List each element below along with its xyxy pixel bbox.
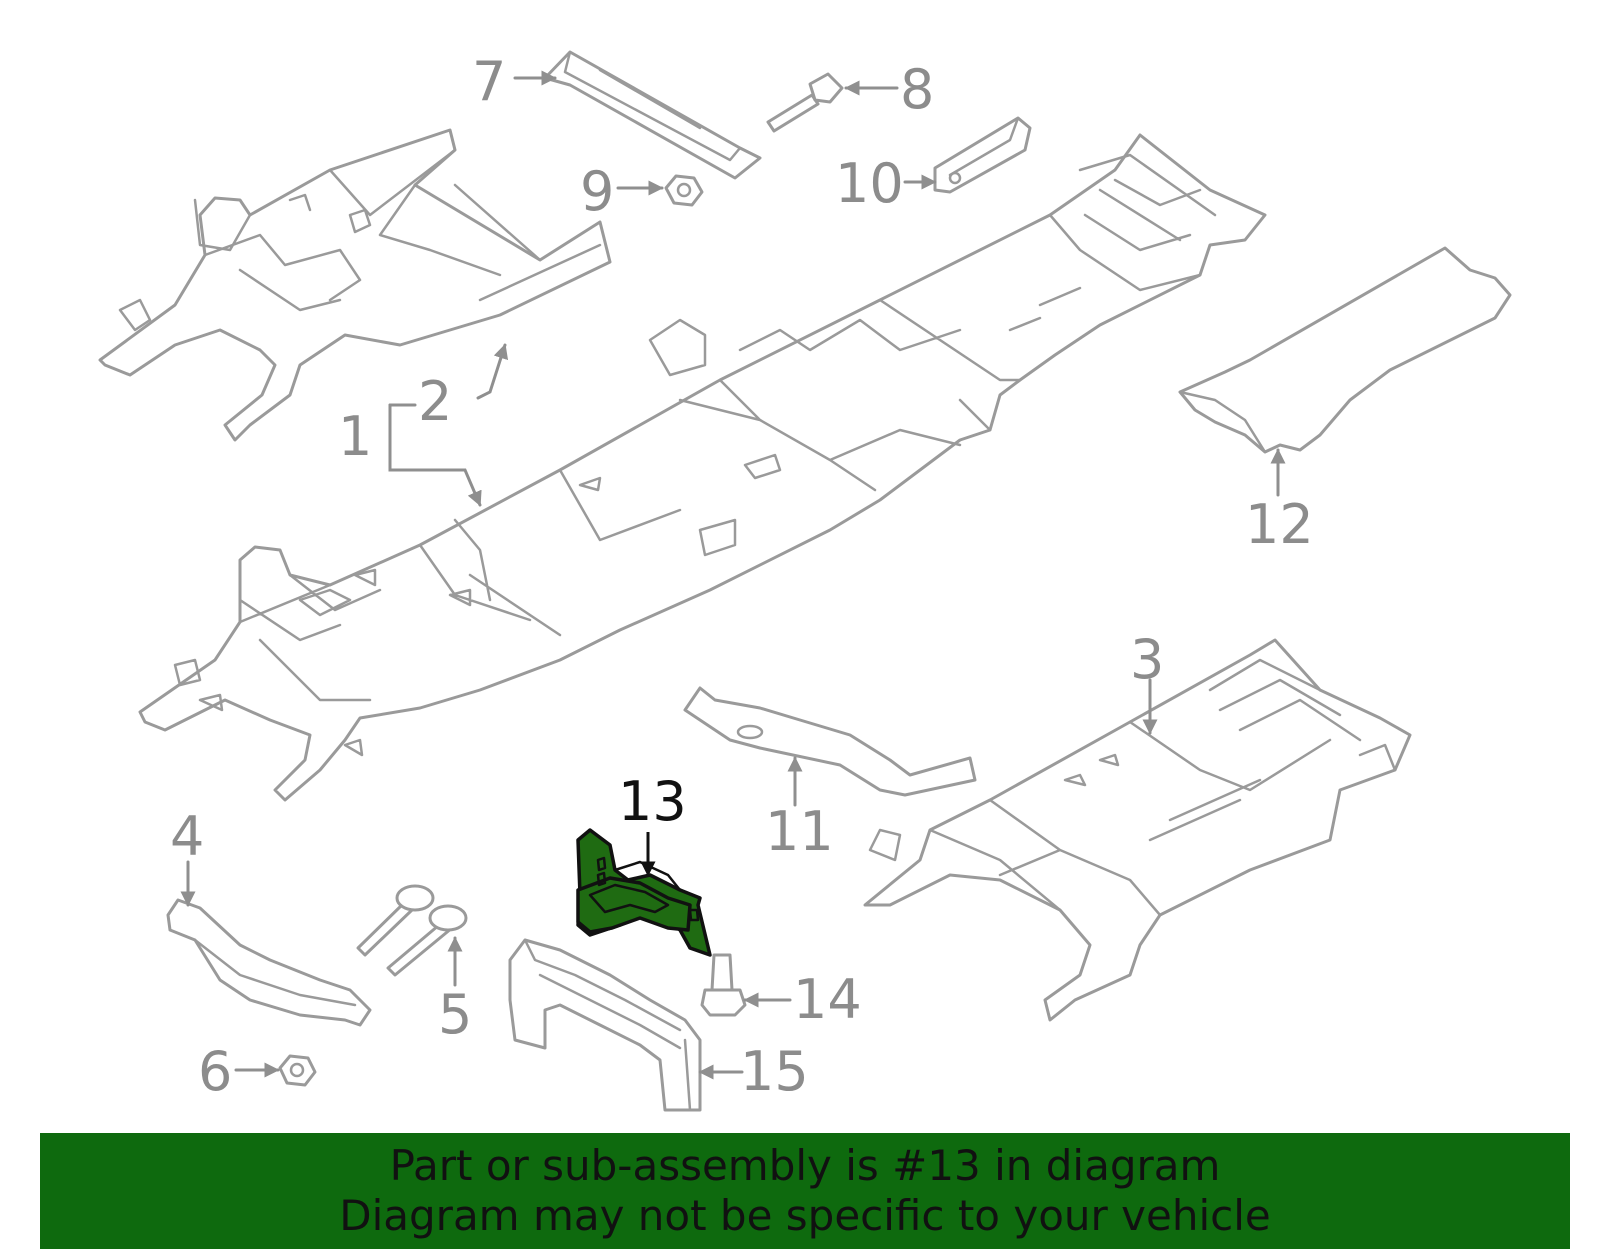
part-5-bolt-set[interactable] bbox=[356, 884, 468, 977]
callout-14: 14 bbox=[793, 968, 862, 1031]
part-10-bracket[interactable] bbox=[933, 116, 1032, 194]
part-6-nut[interactable] bbox=[278, 1054, 317, 1087]
leader-1 bbox=[388, 403, 482, 507]
callout-11: 11 bbox=[765, 800, 834, 863]
callout-6: 6 bbox=[198, 1040, 232, 1103]
leader-lines bbox=[180, 70, 1286, 1080]
banner-line-2: Diagram may not be specific to your vehi… bbox=[339, 1191, 1271, 1240]
callout-1: 1 bbox=[338, 405, 372, 468]
leader-2 bbox=[476, 343, 509, 400]
callout-15: 15 bbox=[740, 1040, 809, 1103]
callout-9: 9 bbox=[580, 160, 614, 223]
part-13-highlighted-mount[interactable] bbox=[576, 828, 712, 957]
callout-8: 8 bbox=[900, 58, 934, 121]
callout-2: 2 bbox=[418, 370, 452, 433]
part-9-nut[interactable] bbox=[664, 174, 704, 207]
part-14-bolt[interactable] bbox=[700, 953, 747, 1017]
part-11-crossmember[interactable] bbox=[683, 686, 977, 797]
part-3-rear-frame-section[interactable] bbox=[863, 638, 1412, 1022]
callout-12: 12 bbox=[1245, 493, 1314, 556]
callout-4: 4 bbox=[170, 805, 204, 868]
callout-13: 13 bbox=[618, 770, 687, 833]
banner-line-1: Part or sub-assembly is #13 in diagram bbox=[389, 1141, 1221, 1190]
part-2-front-frame-section[interactable] bbox=[98, 128, 612, 442]
part-15-cover[interactable] bbox=[508, 938, 702, 1112]
callout-7: 7 bbox=[472, 50, 506, 113]
callout-5: 5 bbox=[438, 983, 472, 1046]
callout-10: 10 bbox=[835, 152, 904, 215]
part-12-skid-plate[interactable] bbox=[1178, 246, 1512, 454]
info-banner: Part or sub-assembly is #13 in diagram D… bbox=[40, 1133, 1570, 1249]
part-4-mount-bracket[interactable] bbox=[166, 898, 372, 1027]
part-7-reinforcement-plate[interactable] bbox=[543, 50, 762, 180]
part-1-main-frame-assembly[interactable] bbox=[138, 133, 1267, 802]
part-8-bolt[interactable] bbox=[766, 72, 844, 133]
callout-3: 3 bbox=[1130, 628, 1164, 691]
callout-labels: 1 2 3 4 5 6 7 8 9 10 11 12 13 14 15 bbox=[170, 50, 1314, 1103]
